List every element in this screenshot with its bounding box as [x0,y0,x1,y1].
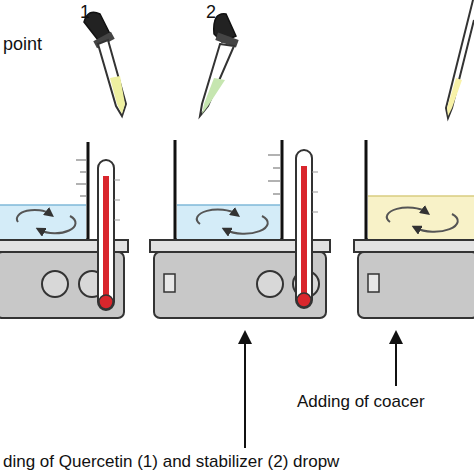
step-note: point [3,34,42,55]
thermometer [296,150,312,308]
right-station [354,0,474,318]
beaker [366,140,474,240]
beaker [175,140,282,240]
pointer-arrows [238,330,403,448]
step-caption: ding of Quercetin (1) and stabilizer (2)… [3,452,339,472]
liquid [177,205,280,239]
left-station [0,142,128,318]
liquid [0,205,86,239]
thermometer [98,160,114,310]
liquid [368,196,474,239]
dropper-2 [200,14,239,116]
middle-station [150,140,330,318]
dropper-1 [84,12,126,116]
beaker [0,142,88,240]
callout-number: 1 [80,2,90,23]
hot-plate [358,252,474,318]
hot-plate-top [354,240,474,252]
dropper [446,0,474,118]
callout-number: 2 [206,2,216,23]
step-caption: Adding of coacer [297,392,425,412]
